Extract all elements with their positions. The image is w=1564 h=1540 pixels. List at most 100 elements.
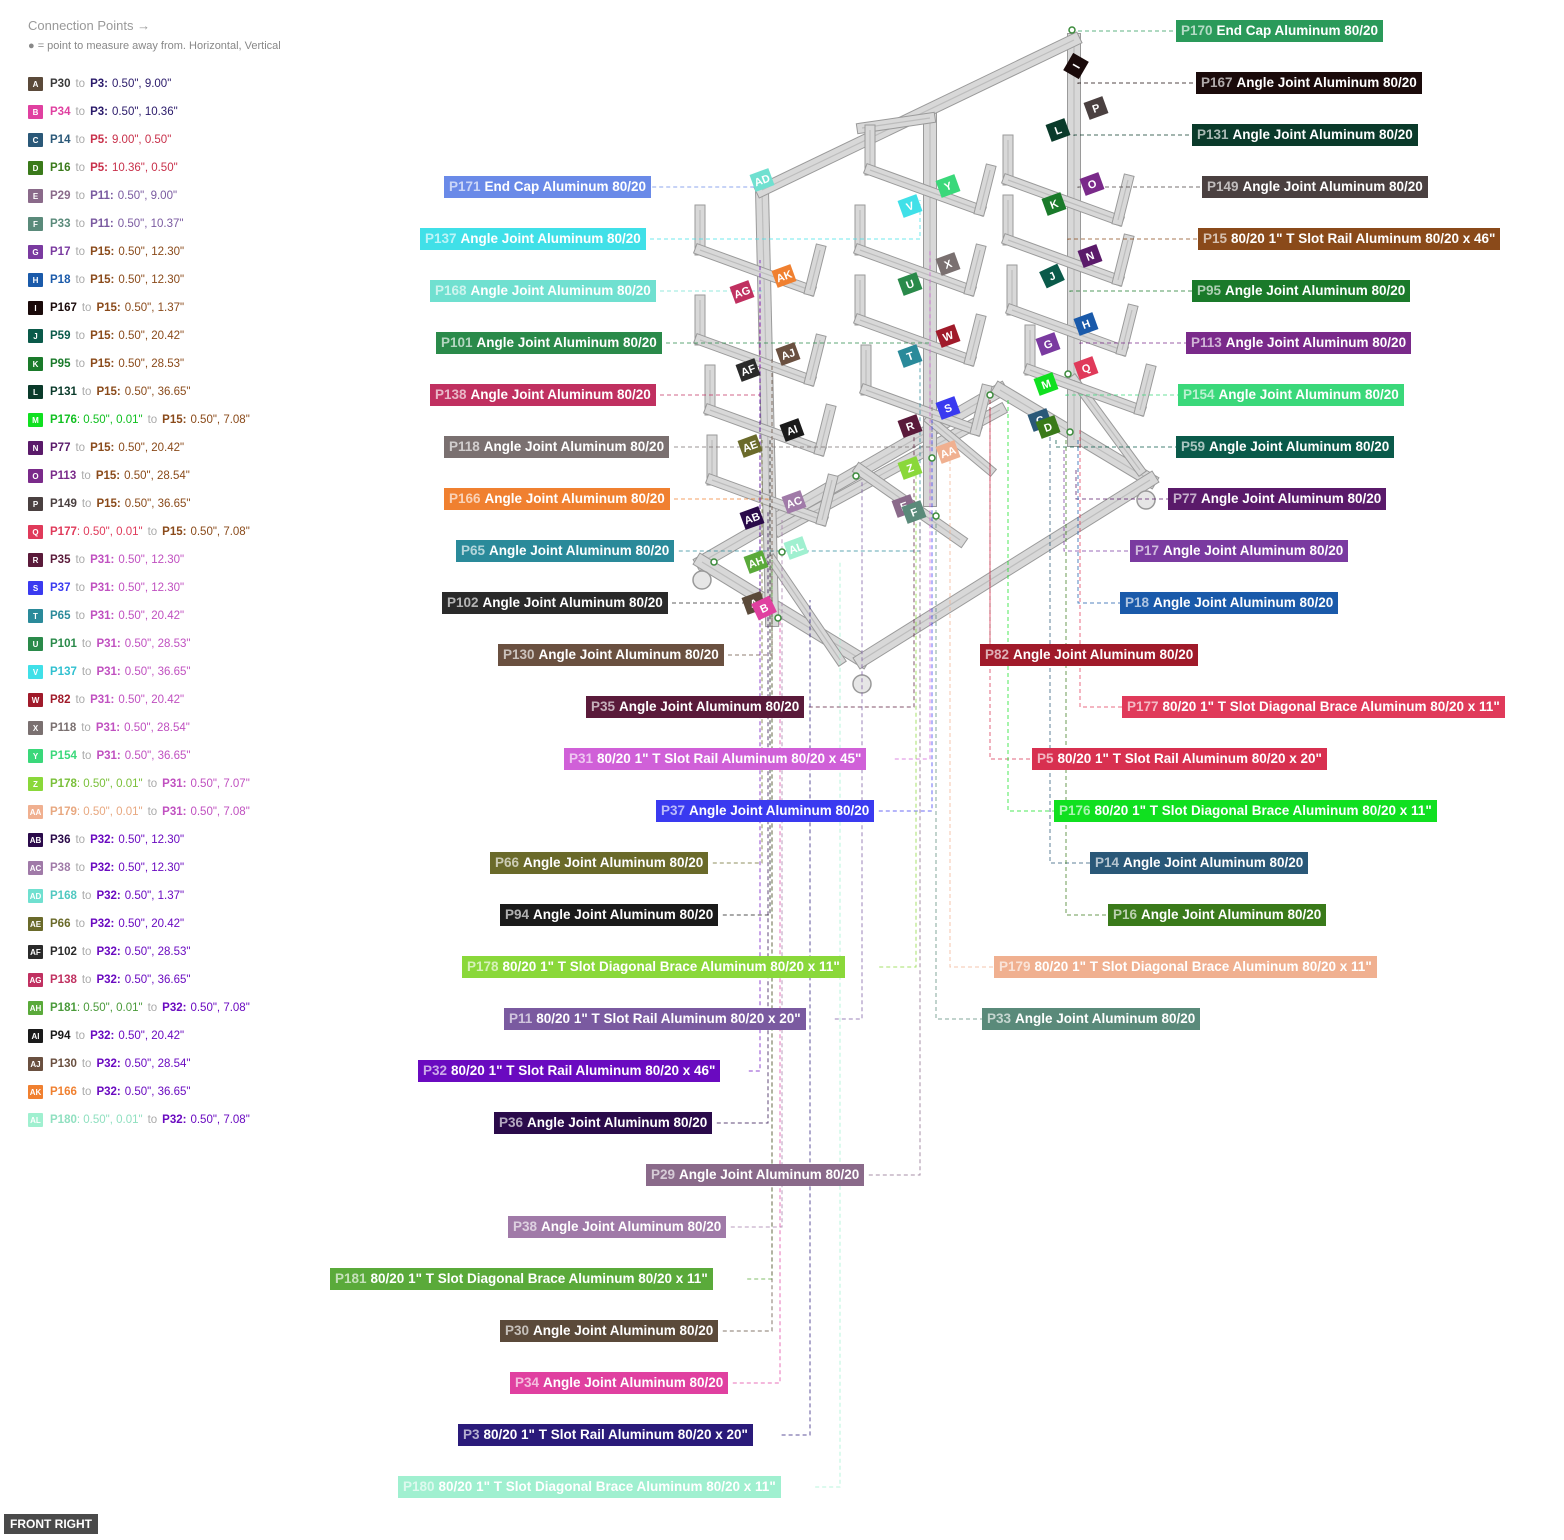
marker-badge: [1041, 192, 1067, 216]
legend-badge: AF: [28, 945, 43, 959]
callout-part-id: P102: [447, 595, 479, 610]
legend-to-word: to: [81, 470, 91, 482]
callout-part-name: Angle Joint Aluminum 80/20: [476, 335, 657, 350]
marker-w: W: [935, 324, 961, 348]
marker-label: AC: [785, 495, 804, 512]
leader-line: [1079, 430, 1122, 708]
legend-to-word: to: [75, 330, 86, 342]
legend-to-word: to: [75, 1030, 86, 1042]
marker-label: T: [905, 350, 916, 364]
marker-ae: AE: [737, 434, 763, 458]
leader-line: [1073, 134, 1192, 136]
legend-to-part: P31:: [162, 806, 187, 818]
callout-part-id: P130: [503, 647, 535, 662]
legend-badge: R: [28, 553, 43, 567]
legend-badge: A: [28, 77, 43, 91]
callout-part-name: 80/20 1" T Slot Diagonal Brace Aluminum …: [438, 1479, 776, 1494]
leader-line: [868, 500, 921, 1176]
marker-label: AG: [733, 284, 753, 301]
marker-label: N: [1085, 250, 1097, 264]
hook-arm-tip-slot: [819, 409, 831, 451]
leader-line: [1077, 440, 1120, 604]
legend-to-part: P32:: [96, 974, 121, 986]
marker-ag: AG: [729, 280, 755, 304]
legend-from-part: P118: [50, 722, 77, 734]
hook-arm-slot: [865, 389, 977, 431]
legend-from-value: : 0.50", 0.01": [76, 1114, 143, 1126]
marker-badge: [901, 500, 927, 524]
callout-part-name: Angle Joint Aluminum 80/20: [1123, 855, 1304, 870]
legend-to-word: to: [81, 1058, 92, 1070]
legend-to-part: P32:: [162, 1002, 187, 1014]
legend-to-part: P5:: [90, 134, 108, 146]
view-orientation-button[interactable]: FRONT RIGHT: [4, 1514, 98, 1534]
marker-badge: [1033, 372, 1059, 396]
leader-line: [878, 420, 933, 812]
legend-badge: Y: [28, 749, 43, 763]
measure-point-icon: [1064, 370, 1072, 378]
marker-y: Y: [935, 174, 961, 198]
marker-n: N: [1077, 244, 1103, 268]
legend-badge: C: [28, 133, 43, 147]
hook-arm-slot: [699, 249, 811, 291]
measure-point-icon: [852, 472, 860, 480]
legend-value: 0.50", 12.30": [118, 862, 185, 874]
marker-badge: [771, 264, 797, 288]
legend-from-part: P66: [50, 918, 71, 930]
leader-line: [730, 520, 783, 1228]
callout-part-name: 80/20 1" T Slot Rail Aluminum 80/20 x 45…: [597, 751, 862, 766]
callout-part-id: P32: [423, 1063, 448, 1078]
callout-part-name: Angle Joint Aluminum 80/20: [1232, 127, 1413, 142]
marker-d: D: [1035, 415, 1061, 439]
marker-l: L: [1045, 118, 1071, 142]
hook-arm-slot: [869, 169, 981, 211]
